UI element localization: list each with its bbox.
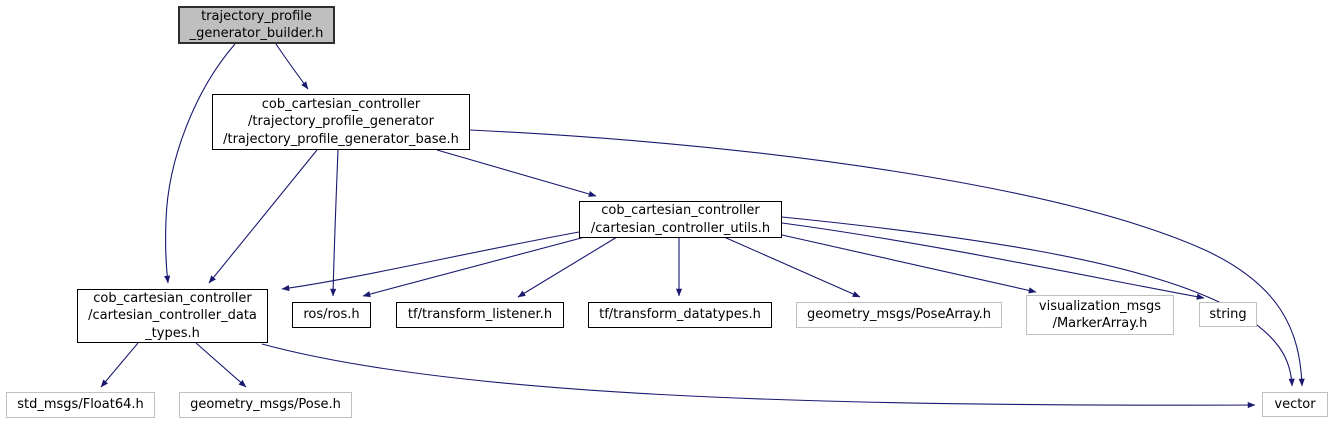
node-label-line: /cartesian_controller_data bbox=[88, 308, 257, 324]
node-label-line: /trajectory_profile_generator bbox=[248, 114, 434, 130]
edge-utils-to-marker-array bbox=[781, 234, 1037, 294]
node-tf-transform-datatypes-h[interactable]: tf/transform_datatypes.h bbox=[588, 302, 772, 328]
node-label-line: /cartesian_controller_utils.h bbox=[590, 220, 771, 236]
edge-utils-to-string bbox=[781, 222, 1205, 300]
edge-base-to-ros bbox=[330, 149, 339, 297]
node-vector: vector bbox=[1262, 392, 1328, 417]
node-label-line: vector bbox=[1274, 396, 1316, 412]
node-label-line: _generator_builder.h bbox=[189, 26, 324, 41]
node-geometry-msgs-pose-h: geometry_msgs/Pose.h bbox=[179, 392, 352, 418]
node-tf-transform-listener-h[interactable]: tf/transform_listener.h bbox=[396, 302, 564, 328]
node-string: string bbox=[1199, 302, 1257, 327]
node-label-line: ros/ros.h bbox=[303, 307, 360, 323]
node-label-line: tf/transform_listener.h bbox=[407, 307, 553, 323]
edge-builder-to-base bbox=[275, 43, 309, 90]
node-cartesian-controller-data-types-h[interactable]: cob_cartesian_controller /cartesian_cont… bbox=[77, 289, 268, 343]
node-std-msgs-float64-h: std_msgs/Float64.h bbox=[6, 392, 155, 418]
node-label-line: trajectory_profile bbox=[201, 8, 312, 24]
edge-builder-to-data-types bbox=[164, 43, 236, 284]
node-trajectory-profile-generator-builder-h: trajectory_profile _generator_builder.h bbox=[178, 6, 335, 44]
node-geometry-msgs-posearray-h: geometry_msgs/PoseArray.h bbox=[796, 302, 1002, 328]
edge-utils-to-pose-array bbox=[723, 236, 861, 298]
edge-data-types-to-float64 bbox=[100, 342, 139, 388]
node-label-line: tf/transform_datatypes.h bbox=[599, 307, 761, 323]
node-label-line: /MarkerArray.h bbox=[1052, 316, 1148, 331]
node-trajectory-profile-generator-base-h[interactable]: cob_cartesian_controller /trajectory_pro… bbox=[212, 94, 470, 150]
edge-utils-to-vector bbox=[781, 216, 1295, 387]
node-visualization-msgs-markerarray-h: visualization_msgs /MarkerArray.h bbox=[1026, 295, 1174, 335]
edge-base-to-vector bbox=[469, 129, 1305, 387]
node-cartesian-controller-utils-h[interactable]: cob_cartesian_controller /cartesian_cont… bbox=[579, 201, 782, 238]
node-label-line: cob_cartesian_controller bbox=[261, 97, 421, 113]
edge-utils-to-data-types bbox=[281, 231, 580, 292]
node-label-line: cob_cartesian_controller bbox=[601, 203, 760, 219]
edge-data-types-to-pose bbox=[195, 342, 247, 388]
node-label-line: geometry_msgs/PoseArray.h bbox=[807, 307, 991, 323]
node-label-line: std_msgs/Float64.h bbox=[17, 397, 144, 413]
node-label-line: cob_cartesian_controller bbox=[93, 291, 252, 307]
node-label-line: string bbox=[1209, 306, 1247, 322]
node-label-line: visualization_msgs bbox=[1038, 298, 1162, 314]
edge-base-to-utils bbox=[436, 149, 597, 197]
node-label-line: /trajectory_profile_generator_base.h bbox=[223, 131, 459, 147]
node-label-line: _types.h bbox=[145, 325, 200, 341]
node-label-line: geometry_msgs/Pose.h bbox=[190, 397, 341, 413]
edge-data-types-to-vector bbox=[261, 343, 1256, 409]
edge-utils-to-ros bbox=[362, 236, 586, 298]
edge-base-to-data-types bbox=[208, 149, 318, 284]
node-ros-h[interactable]: ros/ros.h bbox=[292, 302, 371, 328]
edge-utils-to-tf-listener bbox=[517, 236, 618, 298]
